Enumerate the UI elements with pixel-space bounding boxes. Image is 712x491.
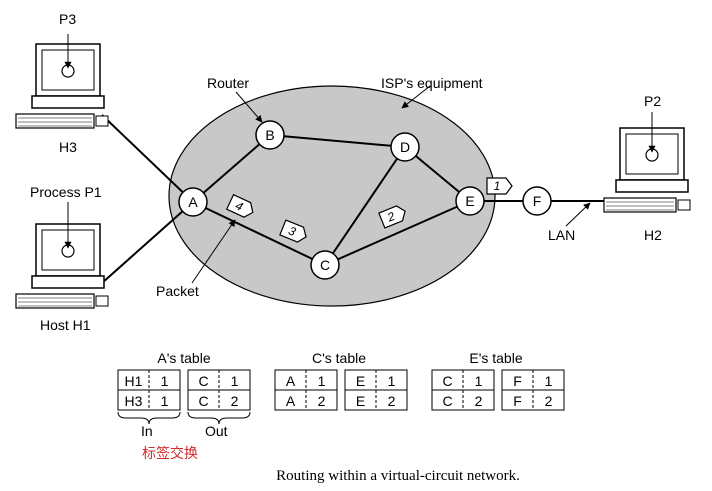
- table-cell: C: [198, 373, 208, 389]
- isp-pointer-arrow: [401, 85, 431, 109]
- table-cell: 1: [318, 373, 326, 389]
- label-switching-annotation: 标签交换: [142, 445, 198, 462]
- router-d-label: D: [400, 139, 410, 155]
- process-p1-label: Process P1: [30, 184, 102, 200]
- link-a-b: [192, 134, 271, 203]
- router-c: C: [310, 250, 340, 280]
- packet-3: 3: [279, 219, 307, 243]
- link-a-c: [192, 201, 326, 266]
- router-label: Router: [207, 75, 249, 91]
- router-pointer-arrow: [235, 91, 263, 123]
- table-cell: 2: [318, 393, 326, 409]
- table-cell: E: [356, 373, 365, 389]
- p2-label: P2: [644, 93, 661, 109]
- router-e-label: E: [465, 193, 474, 209]
- lan-pointer-arrow: [565, 202, 591, 227]
- table-cell: A: [286, 373, 296, 389]
- router-d: D: [390, 132, 420, 162]
- table-cell: H3: [125, 393, 143, 409]
- in-brace: [117, 411, 181, 425]
- router-b-label: B: [265, 127, 274, 143]
- router-e: E: [455, 186, 485, 216]
- packet-2: 2: [378, 205, 406, 229]
- table-cell: F: [513, 373, 522, 389]
- router-f: F: [522, 186, 552, 216]
- table-title: A's table: [157, 350, 210, 366]
- table-cell: 2: [545, 393, 553, 409]
- table-cell: 1: [545, 373, 553, 389]
- table-cell: C: [442, 373, 452, 389]
- router-c-label: C: [320, 257, 330, 273]
- table-cell: H1: [125, 373, 143, 389]
- router-links: [101, 114, 630, 284]
- table-cell: E: [356, 393, 365, 409]
- packet-label: Packet: [156, 283, 199, 299]
- link-b-d: [269, 134, 406, 148]
- table-cell: C: [442, 393, 452, 409]
- table-cell: 1: [161, 373, 169, 389]
- table-cell: 1: [161, 393, 169, 409]
- packet-pointer-arrow: [191, 219, 236, 284]
- computer-h1-icon: [15, 223, 109, 309]
- packet-3-label: 3: [286, 224, 298, 240]
- out-brace: [187, 411, 251, 425]
- computer-h2-icon: [603, 127, 691, 213]
- table-cell: 1: [475, 373, 483, 389]
- table-cell: 1: [388, 373, 396, 389]
- in-label: In: [141, 423, 153, 439]
- table-cell: F: [513, 393, 522, 409]
- table-cell: A: [286, 393, 296, 409]
- computer-h3-icon: [15, 43, 109, 129]
- router-b: B: [255, 120, 285, 150]
- link-c-e: [324, 200, 471, 266]
- lan-label: LAN: [548, 227, 575, 243]
- table-title: E's table: [469, 350, 522, 366]
- h3-label: H3: [59, 139, 77, 155]
- link-h1-a: [101, 201, 194, 284]
- router-f-label: F: [533, 193, 542, 209]
- link-h3-a: [101, 114, 194, 203]
- table-cell: 2: [388, 393, 396, 409]
- isp-label: ISP's equipment: [381, 75, 483, 91]
- out-label: Out: [205, 423, 228, 439]
- router-a-label: A: [188, 194, 198, 210]
- h2-label: H2: [644, 227, 662, 243]
- link-c-d: [324, 146, 406, 266]
- packet-1: 1: [486, 177, 513, 195]
- table-cell: 1: [231, 373, 239, 389]
- packet-1-label: 1: [494, 179, 501, 193]
- table-braces: [117, 411, 251, 425]
- host-h1-label: Host H1: [40, 317, 91, 333]
- router-a: A: [178, 187, 208, 217]
- packet-4: 4: [225, 193, 254, 218]
- table-cell: 2: [231, 393, 239, 409]
- table-cell: 2: [475, 393, 483, 409]
- figure-caption: Routing within a virtual-circuit network…: [276, 468, 520, 484]
- table-title: C's table: [312, 350, 366, 366]
- table-cell: C: [198, 393, 208, 409]
- p3-label: P3: [59, 11, 76, 27]
